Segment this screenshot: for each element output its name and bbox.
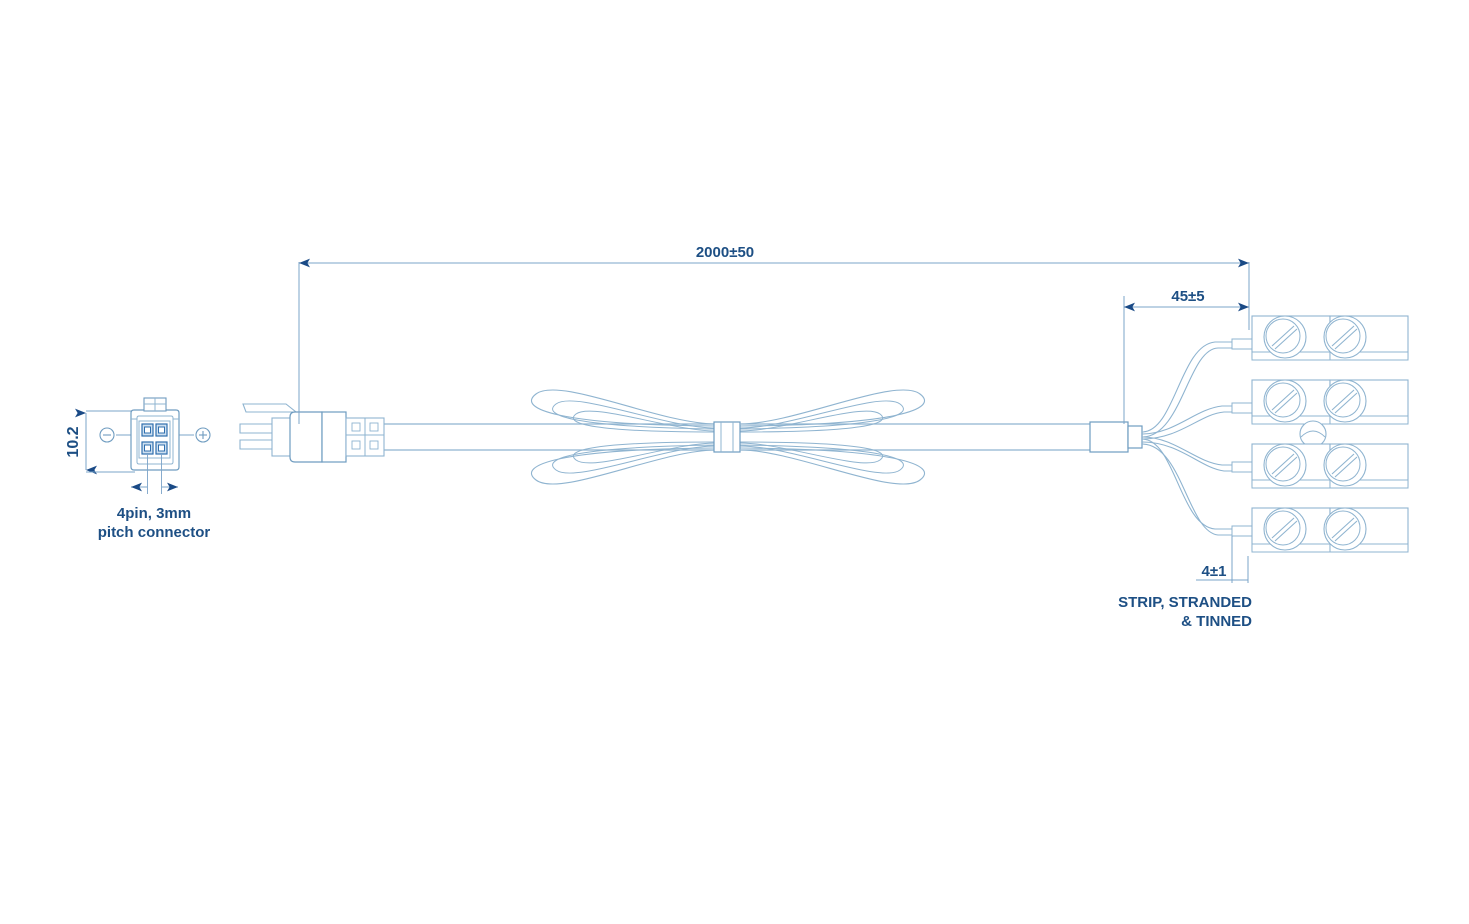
strip-note-line-1: STRIP, STRANDED [1118, 594, 1252, 611]
connector-side-view [239, 403, 385, 463]
loop-right-outer-lower [739, 447, 925, 485]
terminal-row-1 [1251, 315, 1409, 361]
relief-cell-3 [351, 440, 361, 450]
wire-4-tinned-end [1231, 525, 1255, 537]
terminal-base-4b [1329, 543, 1409, 553]
negative-polarity-circle [99, 427, 115, 443]
dim-label-connector-height: 10.2 [65, 426, 82, 457]
pin-1 [141, 423, 154, 437]
screw-4a[interactable] [1263, 507, 1307, 551]
breakout-label-bg [1152, 287, 1224, 305]
positive-polarity-circle [195, 427, 211, 443]
connector-note-line-2: pitch connector [98, 524, 211, 541]
dimension-pin-pitch [131, 454, 178, 494]
loop-right-outer-upper [739, 389, 925, 427]
wire-1-edge-upper [1141, 341, 1250, 433]
loop-left-outer-upper [531, 389, 717, 427]
connector-front-view: 10.2 [65, 397, 211, 541]
loop-left-inner-lower [572, 441, 717, 464]
screw-2b[interactable] [1323, 379, 1367, 423]
mounting-hole [1299, 420, 1327, 448]
loop-right-mid-lower [739, 444, 904, 474]
cable-tie-band [713, 421, 741, 453]
terminal-base-1b [1329, 351, 1409, 361]
dim-label-overall-length: 2000±50 [696, 244, 754, 261]
wire-2-tinned-end [1231, 402, 1255, 414]
pin-2 [155, 423, 168, 437]
pin-3 [141, 441, 154, 455]
wire-1-tinned-end [1231, 338, 1255, 350]
terminal-row-2 [1251, 379, 1409, 425]
screw-3a[interactable] [1263, 443, 1307, 487]
pin-4 [155, 441, 168, 455]
latch-arm [242, 403, 298, 413]
loop-right-mid-upper [739, 400, 904, 430]
screw-1b[interactable] [1323, 315, 1367, 359]
wire-2-edge-upper [1141, 405, 1250, 435]
dimension-connector-height: 10.2 [65, 408, 135, 475]
terminal-block [1251, 315, 1409, 553]
connector-note-line-1: 4pin, 3mm [117, 505, 191, 522]
terminal-base-2b [1329, 415, 1409, 425]
loop-left-outer-lower [531, 447, 717, 485]
screw-4b[interactable] [1323, 507, 1367, 551]
loop-left-mid-lower [552, 444, 717, 474]
screw-1a[interactable] [1263, 315, 1307, 359]
wire-3-edge-upper [1141, 436, 1250, 466]
connector-body-side [289, 411, 323, 463]
wire-3-edge-lower [1141, 441, 1250, 472]
overall-label-bg [660, 243, 790, 261]
screw-2a[interactable] [1263, 379, 1307, 423]
jacket-end-sleeve [1089, 421, 1129, 453]
wire-4-edge-lower [1141, 443, 1250, 536]
breakout-ferrule [1127, 425, 1143, 449]
dimension-overall-length: 2000±50 [298, 243, 1250, 424]
wire-3-tinned-end [1231, 461, 1255, 473]
loop-left-inner-upper [572, 410, 717, 433]
terminal-row-4 [1251, 507, 1409, 553]
terminal-row-3 [1251, 443, 1409, 489]
relief-cell-1 [351, 422, 361, 432]
dimension-breakout-length: 45±5 [1123, 287, 1249, 424]
relief-cell-2 [369, 422, 379, 432]
relief-cell-4 [369, 440, 379, 450]
wire-4-edge-upper [1141, 438, 1250, 530]
strip-note-line-2: & TINNED [1181, 613, 1252, 630]
wire-fanout [1141, 338, 1255, 537]
terminal-base-3b [1329, 479, 1409, 489]
connector-rear-shell [321, 411, 347, 463]
cable-body [384, 389, 1143, 485]
dim-label-strip-length: 4±1 [1202, 563, 1227, 580]
dimension-strip-length: 4±1 [1196, 536, 1249, 583]
dim-label-breakout-length: 45±5 [1171, 288, 1204, 305]
connector-neck [271, 417, 293, 457]
connector-housing [130, 397, 180, 471]
screw-3b[interactable] [1323, 443, 1367, 487]
loop-left-mid-upper [552, 400, 717, 430]
